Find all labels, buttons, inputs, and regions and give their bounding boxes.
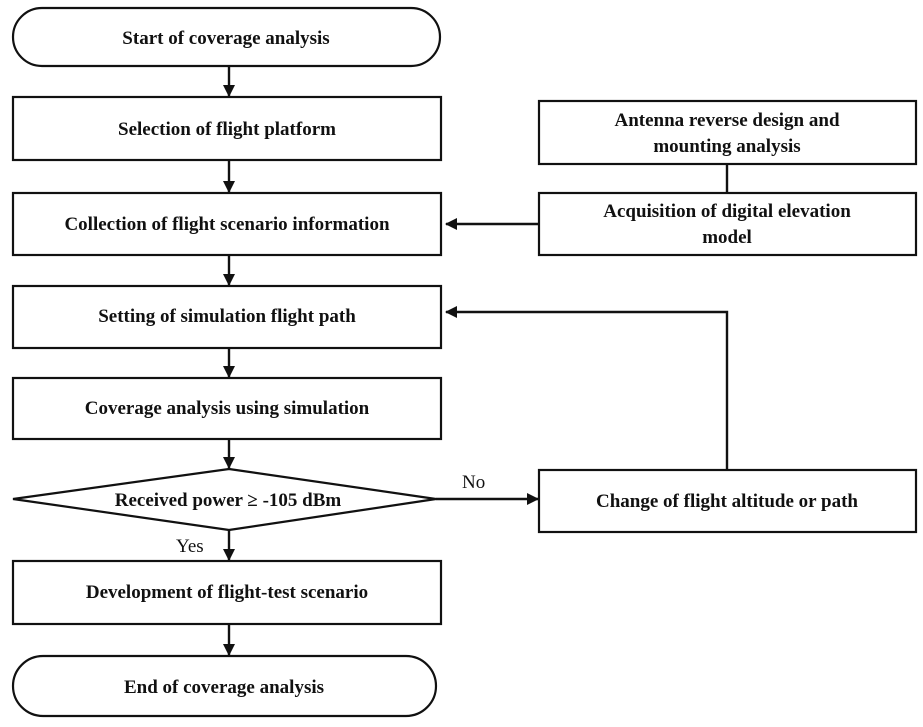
process-shape [537,468,918,534]
process-shape [11,376,443,441]
node-path: Setting of simulation flight path [11,284,443,350]
node-development-label: Development of flight-test scenario [86,582,368,603]
edge-change-to-path [445,306,729,470]
node-path-label: Setting of simulation flight path [98,306,356,327]
terminal-shape [11,654,438,718]
node-development: Development of flight-test scenario [11,559,443,626]
terminal-shape [11,6,442,68]
process-shape [11,95,443,162]
edge-label-no: No [462,472,485,493]
node-start-label: Start of coverage analysis [122,28,329,49]
decision-shape [12,467,437,532]
node-dem-label-line1: Acquisition of digital elevation [603,201,851,222]
process-shape [11,559,443,626]
node-dem-label-line2: model [702,227,752,248]
edge-label-yes: Yes [176,536,204,557]
node-simulation: Coverage analysis using simulation [11,376,443,441]
node-antenna: Antenna reverse design and mounting anal… [537,99,918,166]
process-shape [11,284,443,350]
node-platform: Selection of flight platform [11,95,443,162]
node-simulation-label: Coverage analysis using simulation [85,398,370,419]
node-change-label: Change of flight altitude or path [596,491,858,512]
node-start: Start of coverage analysis [11,6,442,68]
node-collection: Collection of flight scenario informatio… [11,191,443,257]
node-decision-label: Received power ≥ -105 dBm [115,490,342,511]
node-end: End of coverage analysis [11,654,438,718]
process-shape [11,191,443,257]
node-end-label: End of coverage analysis [124,677,324,698]
node-change: Change of flight altitude or path [537,468,918,534]
node-dem: Acquisition of digital elevation model [537,191,918,257]
node-decision: Received power ≥ -105 dBm [12,467,437,532]
node-antenna-label-line1: Antenna reverse design and [614,110,839,131]
process-shape [537,99,918,166]
process-shape [537,191,918,257]
node-antenna-label-line2: mounting analysis [653,136,800,157]
edges [223,66,729,656]
node-collection-label: Collection of flight scenario informatio… [64,214,390,235]
node-platform-label: Selection of flight platform [118,119,336,140]
